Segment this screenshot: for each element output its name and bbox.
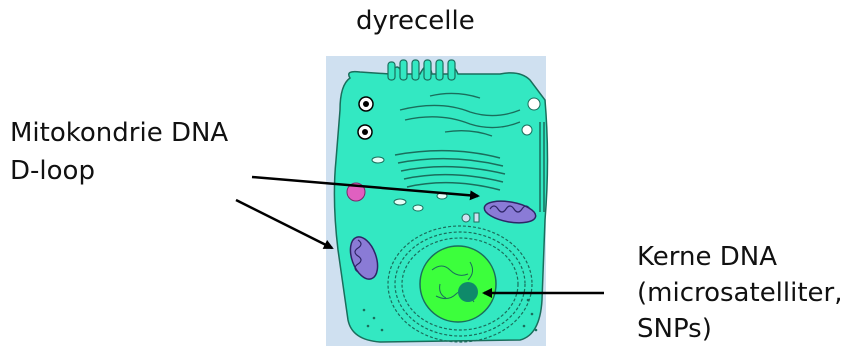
nucleolus bbox=[458, 282, 478, 302]
vesicle-right-2 bbox=[522, 125, 532, 135]
arrow-mito-dna-left bbox=[236, 200, 332, 248]
nucleus bbox=[420, 246, 496, 322]
vesicle-right-1 bbox=[528, 98, 540, 110]
